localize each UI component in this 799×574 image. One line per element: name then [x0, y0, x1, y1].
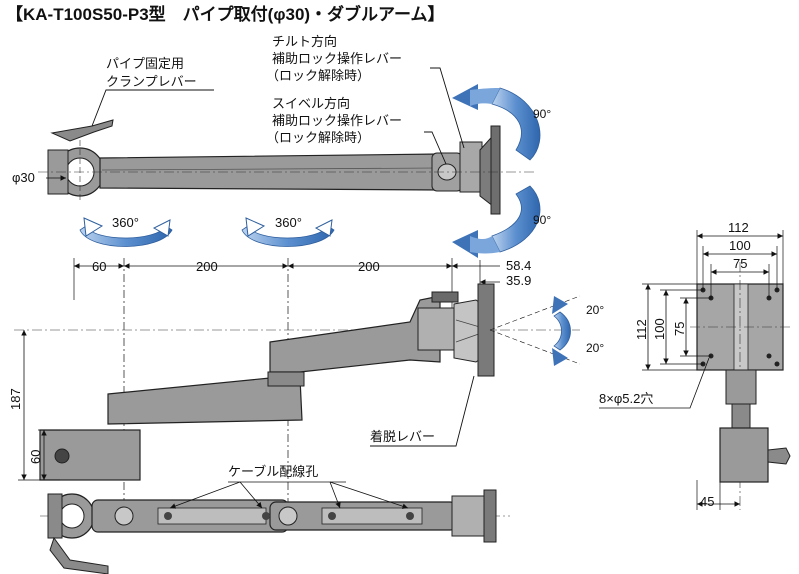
vesa-plate-view [690, 262, 791, 510]
rotation-angle-1: 360° [112, 215, 139, 230]
holes-label: 8×φ5.2穴 [599, 391, 653, 406]
dim-height-100: 100 [652, 318, 667, 340]
swivel-lever-label-2: 補助ロック操作レバー [272, 113, 402, 128]
tilt-rotation-arrows [452, 84, 541, 258]
bottom-clamp-lever [49, 536, 109, 574]
swivel-lever-label-3: （ロック解除時） [266, 130, 370, 145]
tilt-down-angle: 90° [533, 213, 551, 227]
dim-35-9: 35.9 [506, 273, 531, 288]
bottom-arm-view [40, 489, 510, 574]
cable-holes-label: ケーブル配線孔 [228, 464, 318, 479]
top-arm-view [38, 119, 535, 215]
dim-height-112: 112 [634, 319, 649, 340]
detach-lever-label: 着脱レバー [370, 429, 435, 444]
dim-200-b: 200 [358, 259, 380, 274]
dim-58-4: 58.4 [506, 258, 531, 273]
dim-200-a: 200 [196, 259, 218, 274]
clamp-lever-label-2: クランプレバー [106, 74, 197, 89]
upper-arm-segment [269, 295, 441, 373]
tilt-lever-label-3: （ロック解除時） [266, 68, 370, 83]
lower-arm-segment [107, 377, 303, 425]
rotation-angle-2: 360° [275, 215, 302, 230]
title: 【KA-T100S50-P3型 パイプ取付(φ30)・ダブルアーム】 [6, 4, 445, 24]
pipe-dia-label: φ30 [12, 170, 35, 185]
vertical-dimensions [18, 330, 60, 481]
dim-width-100: 100 [729, 238, 751, 253]
tilt-up-angle: 90° [533, 107, 551, 121]
dim-60: 60 [92, 259, 106, 274]
tilt-lever-label-2: 補助ロック操作レバー [272, 51, 402, 66]
swivel-lever-label-1: スイベル方向 [272, 96, 350, 111]
dim-60-vertical: 60 [28, 450, 43, 464]
tilt-lever-label-1: チルト方向 [272, 34, 337, 49]
horizontal-dimensions [73, 258, 500, 530]
dim-width-75: 75 [733, 256, 747, 271]
vesa-dimensions [642, 230, 784, 510]
dim-45: 45 [700, 494, 714, 509]
middle-arm-view [14, 283, 580, 481]
dim-width-112: 112 [728, 220, 749, 235]
mount-plate [477, 283, 495, 377]
dim-height-75: 75 [672, 322, 687, 336]
dim-187: 187 [8, 388, 23, 410]
rotation-360-arrows [79, 217, 335, 247]
swing-arrows [489, 295, 581, 366]
swing-down-angle: 20° [586, 341, 604, 355]
clamp-lever [50, 119, 114, 142]
clamp-lever-label-1: パイプ固定用 [106, 56, 184, 71]
swing-up-angle: 20° [586, 303, 604, 317]
